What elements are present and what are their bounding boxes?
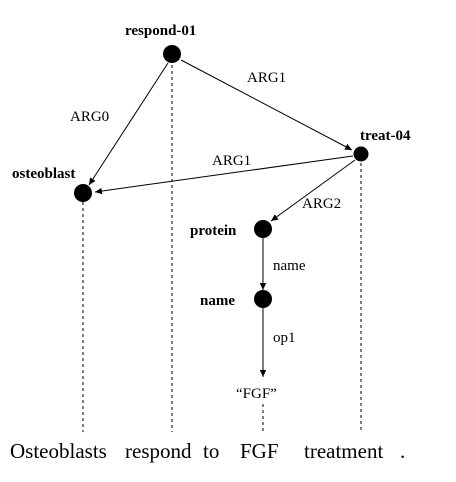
sentence-word-treatment: treatment: [304, 439, 383, 463]
node-label-protein: protein: [190, 223, 237, 239]
edge-label-name: name: [273, 258, 306, 274]
node-label-name: name: [200, 293, 235, 309]
node-label-respond: respond-01: [125, 23, 196, 39]
node-dot-treat: [353, 146, 369, 162]
node-label-osteoblast: osteoblast: [12, 166, 75, 182]
node-dot-respond: [163, 45, 181, 63]
edge-treat-to-protein: [270, 159, 356, 222]
edge-treat-to-osteoblast: [94, 155, 354, 195]
sentence-word-fgf: FGF: [240, 439, 279, 463]
sentence-word-respond: respond: [125, 439, 192, 463]
node-label-treat: treat-04: [360, 128, 411, 144]
edge-respond-to-treat: [180, 59, 353, 151]
edge-label-arg2: ARG2: [302, 196, 341, 212]
node-dot-name: [254, 290, 272, 308]
sentence-word-osteoblasts: Osteoblasts: [10, 439, 107, 463]
edge-label-op1: op1: [273, 330, 296, 346]
sentence-word-period: .: [400, 439, 405, 463]
edge-label-arg1-treat-osteoblast: ARG1: [212, 153, 251, 169]
sentence-word-to: to: [203, 439, 219, 463]
edge-label-arg0: ARG0: [70, 109, 109, 125]
constant-label-fgf: “FGF”: [236, 386, 277, 402]
edge-respond-to-osteoblast: [88, 62, 169, 186]
edge-label-arg1-respond-treat: ARG1: [247, 70, 286, 86]
node-dot-protein: [254, 220, 272, 238]
node-dot-osteoblast: [74, 184, 92, 202]
